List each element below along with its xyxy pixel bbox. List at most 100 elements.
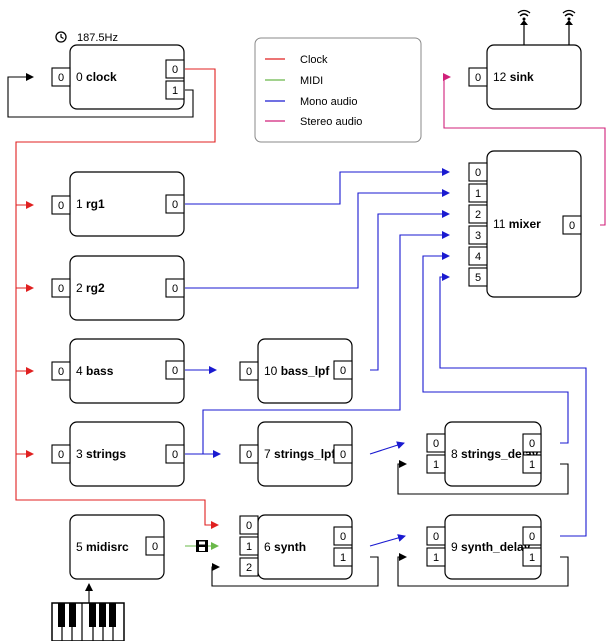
output-port[interactable]: 1 (334, 548, 352, 566)
output-port[interactable]: 0 (334, 527, 352, 545)
node-title: 3 strings (76, 447, 126, 461)
output-port[interactable]: 0 (563, 216, 581, 234)
node-strings_lpf[interactable]: 7 strings_lpf 0 0 (240, 422, 352, 486)
node-title: 0 clock (76, 70, 117, 84)
output-port[interactable]: 0 (334, 445, 352, 463)
input-port-label: 4 (475, 251, 481, 263)
node-name: rg1 (86, 197, 105, 211)
node-id: 7 (264, 447, 274, 461)
input-port-label: 0 (475, 72, 481, 84)
input-port-label: 0 (433, 531, 439, 543)
output-port-label: 0 (569, 220, 575, 232)
input-port-label: 2 (475, 209, 481, 221)
output-port[interactable]: 0 (523, 434, 541, 452)
input-port-label: 0 (246, 366, 252, 378)
input-port[interactable]: 4 (469, 247, 487, 265)
node-title: 5 midisrc (76, 540, 129, 554)
node-name: rg2 (86, 281, 105, 295)
output-port-label: 0 (340, 449, 346, 461)
output-port-label: 0 (529, 531, 535, 543)
input-port[interactable]: 2 (469, 205, 487, 223)
input-port-label: 0 (58, 200, 64, 212)
node-name: synth_delay (461, 540, 531, 554)
legend: Clock MIDI Mono audio Stereo audio (255, 38, 421, 142)
node-id: 3 (76, 447, 86, 461)
output-port[interactable]: 1 (523, 548, 541, 566)
input-port[interactable]: 0 (240, 516, 258, 534)
input-port-label: 0 (246, 449, 252, 461)
input-port[interactable]: 1 (427, 548, 445, 566)
output-port[interactable]: 1 (523, 455, 541, 473)
node-strings[interactable]: 3 strings 0 0 (52, 422, 184, 486)
node-synth[interactable]: 6 synth 0 1 2 0 1 (240, 515, 352, 579)
node-title: 1 rg1 (76, 197, 105, 211)
clock-rate-indicator: 187.5Hz (56, 32, 118, 44)
input-port[interactable]: 1 (427, 455, 445, 473)
node-name: clock (86, 70, 117, 84)
input-port[interactable]: 0 (240, 445, 258, 463)
input-port-label: 1 (433, 552, 439, 564)
speaker-icon (518, 11, 530, 46)
input-port[interactable]: 0 (427, 434, 445, 452)
input-port[interactable]: 0 (240, 362, 258, 380)
output-port-label: 1 (529, 552, 535, 564)
input-port[interactable]: 0 (469, 163, 487, 181)
input-port[interactable]: 0 (52, 279, 70, 297)
node-mixer[interactable]: 11 mixer 0 1 2 3 4 5 0 (469, 151, 581, 297)
node-title: 2 rg2 (76, 281, 105, 295)
output-port[interactable]: 0 (166, 279, 184, 297)
clock-icon (56, 32, 66, 42)
output-port-label: 0 (172, 365, 178, 377)
output-port-label: 1 (529, 459, 535, 471)
legend-label-mono: Mono audio (300, 96, 358, 108)
node-id: 0 (76, 70, 86, 84)
output-port[interactable]: 1 (166, 81, 184, 99)
input-port[interactable]: 0 (52, 362, 70, 380)
node-rg1[interactable]: 1 rg1 0 0 (52, 172, 184, 236)
output-port[interactable]: 0 (166, 361, 184, 379)
input-port-label: 0 (58, 449, 64, 461)
node-name: strings_lpf (274, 447, 336, 461)
node-midisrc[interactable]: 5 midisrc 0 (70, 515, 164, 579)
save-icon[interactable] (196, 540, 208, 552)
input-port[interactable]: 0 (52, 445, 70, 463)
output-port[interactable]: 0 (166, 195, 184, 213)
input-port[interactable]: 5 (469, 268, 487, 286)
node-id: 4 (76, 364, 86, 378)
output-port[interactable]: 0 (523, 527, 541, 545)
node-id: 5 (76, 540, 86, 554)
input-port-label: 0 (58, 72, 64, 84)
input-port-label: 5 (475, 272, 481, 284)
node-rg2[interactable]: 2 rg2 0 0 (52, 256, 184, 320)
input-port[interactable]: 0 (52, 196, 70, 214)
input-port[interactable]: 1 (240, 537, 258, 555)
node-id: 11 (493, 217, 509, 231)
node-name: mixer (509, 217, 541, 231)
node-id: 9 (451, 540, 461, 554)
node-title: 6 synth (264, 540, 306, 554)
output-port[interactable]: 0 (166, 60, 184, 78)
input-port-label: 1 (246, 541, 252, 553)
input-port[interactable]: 0 (469, 68, 487, 86)
input-port[interactable]: 1 (469, 184, 487, 202)
output-port[interactable]: 0 (334, 361, 352, 379)
output-port-label: 0 (172, 199, 178, 211)
node-name: sink (510, 70, 534, 84)
input-port[interactable]: 3 (469, 226, 487, 244)
input-port[interactable]: 2 (240, 558, 258, 576)
input-port-label: 0 (433, 438, 439, 450)
input-port[interactable]: 0 (427, 527, 445, 545)
output-port[interactable]: 0 (166, 445, 184, 463)
node-id: 1 (76, 197, 86, 211)
node-name: strings (86, 447, 126, 461)
input-port[interactable]: 0 (52, 68, 70, 86)
input-port-label: 0 (58, 283, 64, 295)
output-port[interactable]: 0 (146, 537, 164, 555)
